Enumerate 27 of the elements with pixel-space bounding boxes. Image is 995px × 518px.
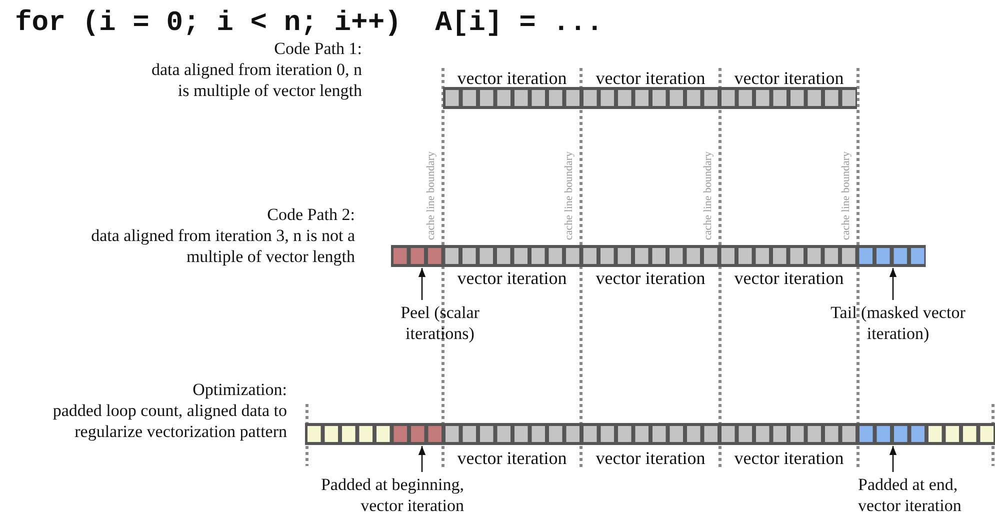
segment-label: vector iteration: [733, 268, 845, 288]
row-heading: Code Path 2:: [267, 204, 355, 225]
leader-arrow: [889, 268, 897, 300]
row-heading: Code Path 1:: [274, 38, 362, 59]
peel-note: Peel (scalar iterations): [372, 302, 508, 344]
leader-arrow: [418, 446, 426, 472]
padding-note: Padded at end, vector iteration: [858, 474, 994, 516]
code-heading: for (i = 0; i < n; i++) A[i] = ...: [15, 8, 604, 39]
segment-label: vector iteration: [456, 68, 568, 88]
segment-label: vector iteration: [456, 448, 568, 468]
array-bar: [305, 423, 995, 445]
leader-arrow: [418, 268, 426, 300]
segment-label: vector iteration: [594, 448, 706, 468]
segment-label: vector iteration: [733, 68, 845, 88]
segment-label: vector iteration: [733, 448, 845, 468]
segment-label: vector iteration: [456, 268, 568, 288]
array-bar: [443, 87, 857, 109]
row-heading: Optimization:: [192, 379, 287, 400]
leader-arrow: [889, 446, 897, 472]
segment-label: vector iteration: [594, 268, 706, 288]
array-bar: [391, 245, 926, 267]
row-description: data aligned from iteration 0, n is multiple of vector length: [150, 59, 362, 101]
row-description: padded loop count, aligned data to regularize vectorization pattern: [52, 400, 287, 442]
tail-note: Tail (masked vector iteration): [826, 302, 970, 344]
padding-note: Padded at beginning, vector iteration: [282, 474, 464, 516]
row-description: data aligned from iteration 3, n is not a multiple of vector length: [90, 225, 355, 267]
segment-label: vector iteration: [594, 68, 706, 88]
